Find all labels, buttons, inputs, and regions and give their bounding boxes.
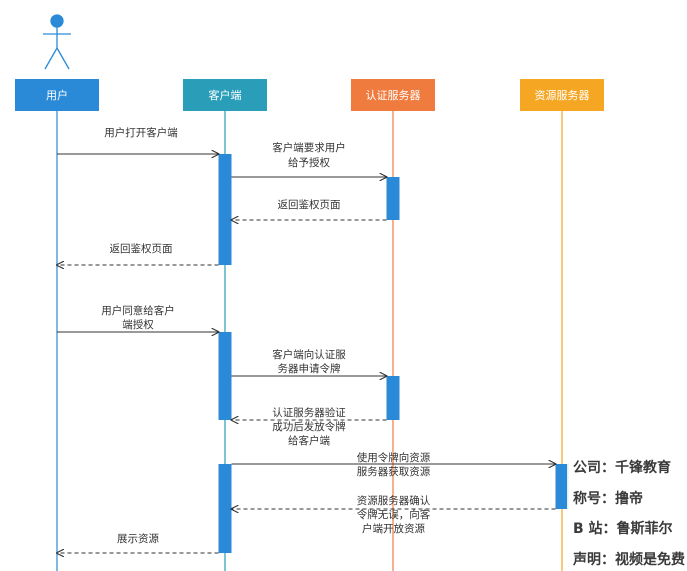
message-label: 返回鉴权页面 [110,242,173,255]
stick-figure-icon [43,14,71,70]
message-label: 给客户端 [288,434,330,447]
message-1: 用户打开客户端 [57,126,219,154]
activation-bar [218,154,232,265]
activation-bar [386,376,400,420]
message-label: 用户打开客户端 [104,126,178,139]
activation-bar [555,464,569,509]
message-label: 成功后发放令牌 [272,420,346,433]
watermark-bilibili: B 站：鲁斯菲尔 [573,521,673,537]
activation-bar [218,332,232,420]
message-label: 返回鉴权页面 [278,198,341,211]
message-4: 返回鉴权页面 [57,242,219,265]
watermark-company: 公司：千锋教育 [573,460,671,476]
activation-bar [218,464,232,553]
message-label: 使用令牌向资源 [357,451,431,464]
participant-label-resource: 资源服务器 [535,88,590,102]
message-label: 令牌无误，向客 [357,508,431,521]
participant-box-user [15,79,99,111]
message-10: 展示资源 [57,532,219,553]
participant-label-client: 客户端 [209,88,242,102]
participant-label-auth: 认证服务器 [366,89,421,102]
message-label: 户端开放资源 [362,522,425,535]
watermark-nickname: 称号：撸帝 [573,491,643,507]
message-3: 返回鉴权页面 [232,198,387,220]
participant-label-user: 用户 [46,88,68,102]
message-label: 务器申请令牌 [278,362,341,375]
message-label: 端授权 [122,318,154,331]
activation-bar [386,177,400,220]
message-label: 客户端要求用户 [272,141,346,154]
participant-box-auth [351,79,435,111]
message-label: 服务器获取资源 [357,465,431,478]
watermark-panel: 公司：千锋教育 称号：撸帝 B 站：鲁斯菲尔 声明：视频是免费 [567,452,687,571]
message-label: 展示资源 [117,532,159,545]
participant-box-client [183,79,267,111]
message-label: 给予授权 [288,156,330,169]
message-label: 用户同意给客户 [101,304,175,317]
watermark-statement: 声明：视频是免费 [573,552,685,568]
message-label: 资源服务器确认 [357,494,431,507]
participant-box-resource [520,79,604,111]
message-label: 认证服务器验证 [272,406,346,419]
message-label: 客户端向认证服 [272,348,346,361]
